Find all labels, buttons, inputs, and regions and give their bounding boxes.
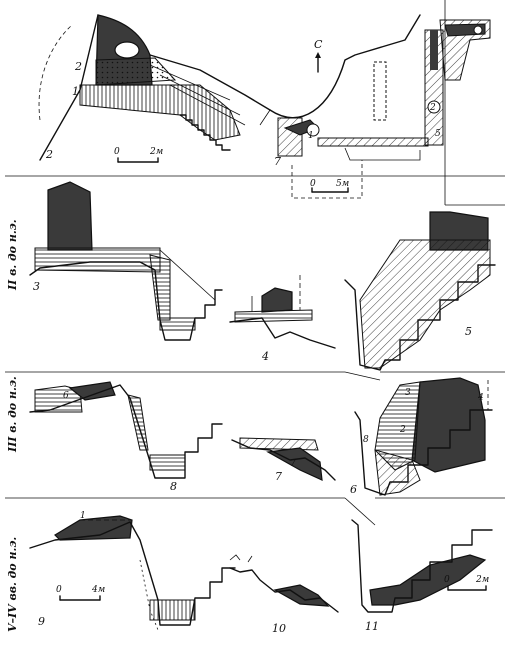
figure-9-section: 1 9 0 4м — [29, 511, 236, 631]
plan-scale-5m: 5м — [336, 179, 349, 189]
fig8-number: 8 — [170, 480, 177, 493]
fig2-layer-1-label: 1 — [72, 85, 79, 98]
fig11-scale-bar: 0 2м — [444, 575, 489, 591]
fig11-scale-2m: 2м — [475, 575, 489, 585]
fig6-layer-4-label: 4 — [477, 393, 484, 403]
fig6-layer-2-label: 2 — [399, 425, 406, 435]
figure-3-section: 3 — [29, 181, 223, 341]
period-label-3rd-century: III в. до н.э. — [6, 376, 19, 453]
figure-5-section: 5 — [344, 211, 496, 371]
fig2-scale-2m: 2м — [149, 147, 163, 157]
fig4-number: 4 — [261, 350, 269, 363]
fig2-number: 2 — [45, 148, 53, 161]
plan-scale-zero: 0 — [310, 179, 316, 189]
fig2-layer-2-label: 2 — [74, 60, 82, 73]
figure-4-section: 4 — [229, 275, 336, 363]
fig11-scale-zero: 0 — [444, 575, 450, 585]
fig3-number: 3 — [33, 280, 40, 293]
fig10-number: 10 — [272, 622, 286, 635]
fig8-layer-6-label: 6 — [63, 391, 69, 401]
plan-marker-5: 5 — [435, 129, 441, 139]
figure-8-section: 6 8 — [29, 381, 223, 493]
band-dividers — [5, 175, 505, 526]
fig2-scale-bar: 0 2м — [114, 147, 163, 163]
fig5-number: 5 — [465, 325, 472, 338]
figure-11-section: 11 0 2м — [351, 519, 493, 633]
fig9-scale-4m: 4м — [91, 585, 105, 595]
fig7-layer-7-label: 7 — [290, 459, 296, 469]
fig6-number: 6 — [350, 483, 357, 496]
north-arrow-label: С — [314, 38, 323, 51]
fig9-layer-1-label: 1 — [80, 511, 86, 521]
figure-1-plan: С 1 2 5 7 0 5м — [259, 0, 505, 206]
fig9-scale-bar: 0 4м — [56, 585, 105, 601]
fig7-number: 7 — [275, 470, 282, 483]
plan-marker-1: 1 — [308, 131, 314, 141]
fig6-layer-3-label: 3 — [405, 388, 411, 398]
figure-10-section: 10 — [229, 554, 339, 635]
plan-marker-2: 2 — [429, 103, 436, 113]
fig9-scale-zero: 0 — [56, 585, 62, 595]
plan-scale-bar: 0 5м — [310, 179, 349, 193]
fig2-scale-zero: 0 — [114, 147, 120, 157]
figure-2-section: 2 1 2 0 2м — [38, 14, 271, 163]
fig6-layer-8-label: 8 — [363, 435, 369, 445]
figure-7-section: 7 7 — [231, 437, 336, 483]
period-label-5th-4th-century: V–IV вв. до н.э. — [6, 537, 19, 632]
fig11-number: 11 — [365, 620, 379, 633]
plan-fig-7-label: 7 — [274, 155, 281, 168]
period-label-2nd-century: II в. до н.э. — [6, 219, 19, 291]
figure-6-section: 3 2 4 8 6 — [350, 377, 493, 496]
fig9-number: 9 — [38, 615, 45, 628]
